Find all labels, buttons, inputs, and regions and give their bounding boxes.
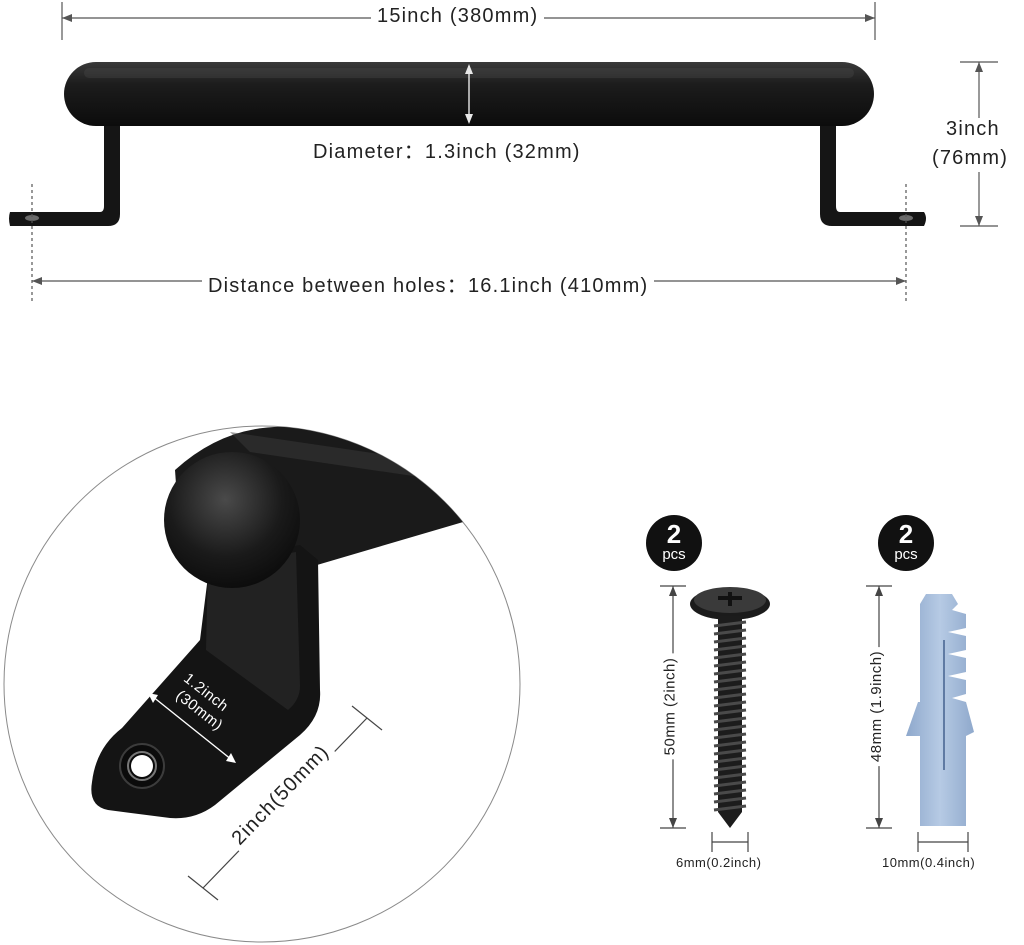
anchor-diameter-dimension — [917, 832, 969, 852]
screw-thread — [713, 652, 747, 660]
screw-thread — [713, 756, 747, 764]
base-width-arrow — [148, 693, 236, 763]
left-hole — [25, 215, 39, 221]
screw-thread — [713, 636, 747, 644]
screw-thread — [713, 780, 747, 788]
height-label-line1: 3inch — [946, 118, 1000, 140]
screw-thread — [713, 676, 747, 684]
screw-thread — [713, 772, 747, 780]
anchor-length-label: 48mm (1.9inch) — [868, 646, 886, 767]
screw-thread — [713, 620, 747, 628]
hole-distance-label: Distance between holes：16.1inch (410mm) — [202, 269, 655, 298]
screw-thread — [713, 740, 747, 748]
anchor-diameter-label: 10mm(0.4inch) — [882, 855, 976, 870]
screw-length-label: 50mm (2inch) — [661, 653, 679, 760]
screw-thread — [713, 628, 747, 636]
height-dimension — [960, 61, 998, 227]
length-label: 15inch (380mm) — [371, 5, 545, 28]
screw-thread — [713, 716, 747, 724]
wall-anchor — [906, 594, 974, 826]
screw-thread — [713, 788, 747, 796]
screw-thread — [713, 668, 747, 676]
bracket-closeup — [91, 426, 470, 819]
anchor-quantity-badge: 2 pcs — [878, 515, 934, 571]
left-bracket — [9, 120, 120, 226]
screw-thread — [713, 700, 747, 708]
screw-thread — [713, 660, 747, 668]
screw-quantity-badge: 2 pcs — [646, 515, 702, 571]
screw-unit: pcs — [662, 546, 686, 563]
right-hole — [899, 215, 913, 221]
screw-count: 2 — [666, 519, 682, 549]
anchor-unit: pcs — [894, 546, 918, 563]
diameter-arrow — [465, 64, 473, 124]
screw — [690, 587, 770, 828]
screw-thread — [713, 708, 747, 716]
screw-thread — [713, 748, 747, 756]
screw-thread — [713, 684, 747, 692]
screw-thread — [713, 796, 747, 804]
diameter-label: Diameter：1.3inch (32mm) — [313, 141, 581, 163]
screw-thread — [713, 692, 747, 700]
anchor-count: 2 — [898, 519, 914, 549]
ball-end — [164, 452, 300, 588]
right-bracket — [820, 120, 926, 226]
screw-thread — [713, 764, 747, 772]
screw-thread — [713, 804, 747, 812]
screw-diameter-label: 6mm(0.2inch) — [676, 855, 762, 870]
screw-thread — [713, 644, 747, 652]
height-label-line2: (76mm) — [932, 147, 1009, 169]
screw-diameter-dimension — [711, 832, 749, 852]
screw-thread — [713, 724, 747, 732]
screw-thread — [713, 732, 747, 740]
